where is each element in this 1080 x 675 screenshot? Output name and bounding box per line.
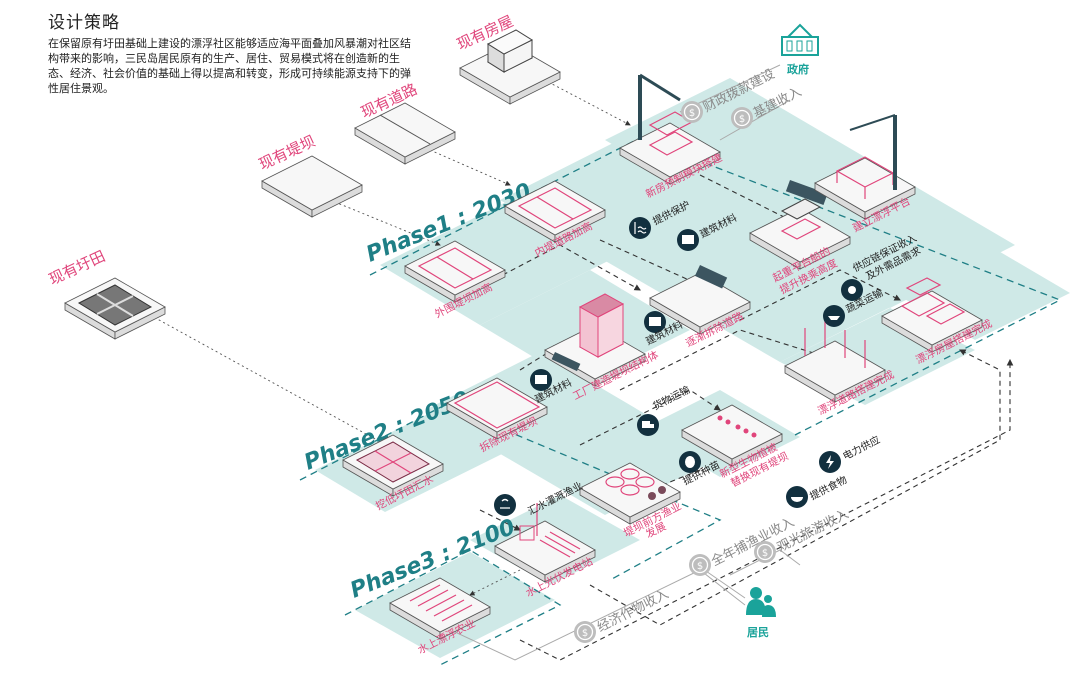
design-strategy-intro: 设计策略 在保留原有圩田基础上建设的漂浮社区能够适应海平面叠加风暴潮对社区结构带… xyxy=(48,8,418,96)
supply-icon xyxy=(841,279,863,301)
lightning-icon xyxy=(819,451,841,473)
tile-floating-agriculture xyxy=(389,577,491,640)
money-icon xyxy=(753,540,777,564)
tile-floating-road-complete xyxy=(784,320,886,403)
materials-icon xyxy=(677,229,699,251)
page-title: 设计策略 xyxy=(48,13,120,33)
existing-polder-tile xyxy=(64,277,166,340)
flow-label: 电力供应 xyxy=(840,433,882,463)
tile-prefab-house-modules xyxy=(619,73,721,185)
vegetable-boat-icon xyxy=(823,305,845,327)
materials-icon xyxy=(530,369,552,391)
band xyxy=(500,137,905,362)
water-cycle-icon xyxy=(494,494,516,516)
existing-road-tile xyxy=(354,102,456,165)
phase1-border xyxy=(369,137,1062,436)
tile-floating-pv-station xyxy=(494,503,596,583)
money-icon xyxy=(680,100,704,124)
phase3-border xyxy=(344,549,562,666)
truck-icon xyxy=(637,414,659,436)
flow-label: 提供食物 xyxy=(807,473,849,503)
government-icon xyxy=(781,23,819,56)
tile-floating-platform xyxy=(814,114,916,220)
existing-polder-label: 现有圩田 xyxy=(46,247,108,289)
materials-icon xyxy=(644,311,666,333)
existing-house-tile xyxy=(459,29,561,105)
flood-wall-icon xyxy=(629,217,651,239)
money-icon xyxy=(730,106,754,130)
phase2-border xyxy=(299,404,722,581)
tile-floating-houses-complete xyxy=(881,277,983,353)
tile-lower-polder xyxy=(342,434,444,497)
tile-remove-roads xyxy=(649,265,751,335)
tile-factory-dike-structure xyxy=(544,293,646,387)
government-label: 政府 xyxy=(787,62,809,76)
description: 在保留原有圩田基础上建设的漂浮社区能够适应海平面叠加风暴潮对社区结构带来的影响，… xyxy=(48,37,411,95)
food-bowl-icon xyxy=(786,486,808,508)
phase1-bands xyxy=(380,78,1070,405)
seed-icon xyxy=(679,451,701,473)
money-icon xyxy=(688,553,712,577)
money-icon xyxy=(573,620,597,644)
tile-bio-vegetation-dike xyxy=(681,404,783,467)
tile-fishery-development xyxy=(579,462,681,525)
residents-label: 居民 xyxy=(747,626,769,639)
tile-remove-existing-dike xyxy=(446,377,548,440)
residents-icon xyxy=(746,587,776,617)
tile-crane-barge-lift xyxy=(749,180,851,270)
